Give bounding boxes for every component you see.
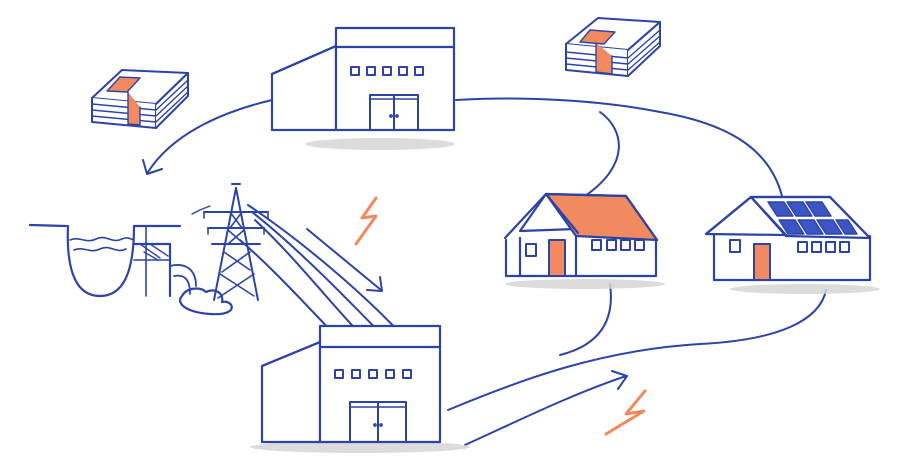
bottom-building bbox=[260, 324, 442, 444]
house-icon bbox=[503, 192, 659, 278]
hydro-dam-icon bbox=[28, 223, 233, 316]
flow-arrow-down bbox=[306, 228, 382, 291]
lightning-icon bbox=[354, 196, 378, 246]
ground-shadows bbox=[250, 138, 880, 453]
hydro-plant bbox=[28, 223, 233, 316]
transmission-line-1 bbox=[247, 204, 406, 339]
top-building bbox=[270, 26, 456, 132]
flow-line-top-to-houses bbox=[455, 97, 783, 197]
solar-panels bbox=[767, 201, 858, 235]
flow-arrow-bottom bbox=[464, 375, 627, 446]
arrowhead-bottom bbox=[611, 370, 628, 390]
money-stack-left bbox=[91, 69, 189, 129]
lightning-bolt-bottom bbox=[604, 389, 647, 436]
arrowhead-left bbox=[142, 159, 163, 175]
transmission-tower-icon bbox=[191, 183, 269, 301]
money-stack-right bbox=[565, 17, 661, 77]
arrowhead-down bbox=[366, 276, 383, 292]
cash-stack-icon bbox=[565, 17, 661, 77]
flow-line-bottom-to-right-house bbox=[447, 289, 827, 411]
solar-house-icon bbox=[704, 195, 872, 282]
flow-arrow-top-to-left bbox=[147, 99, 273, 173]
flow-line-bottom-to-left-house bbox=[559, 283, 612, 356]
warehouse-icon bbox=[260, 324, 442, 444]
house-right bbox=[704, 195, 872, 282]
transmission-pylon bbox=[191, 183, 269, 301]
flow-lines bbox=[142, 97, 827, 446]
house-left bbox=[503, 192, 659, 278]
cash-stack-icon bbox=[91, 69, 189, 129]
warehouse-icon bbox=[270, 26, 456, 132]
flow-line-top-to-left-house bbox=[584, 111, 620, 197]
lightning-bolt-top bbox=[354, 196, 378, 246]
lightning-icon bbox=[604, 389, 647, 436]
